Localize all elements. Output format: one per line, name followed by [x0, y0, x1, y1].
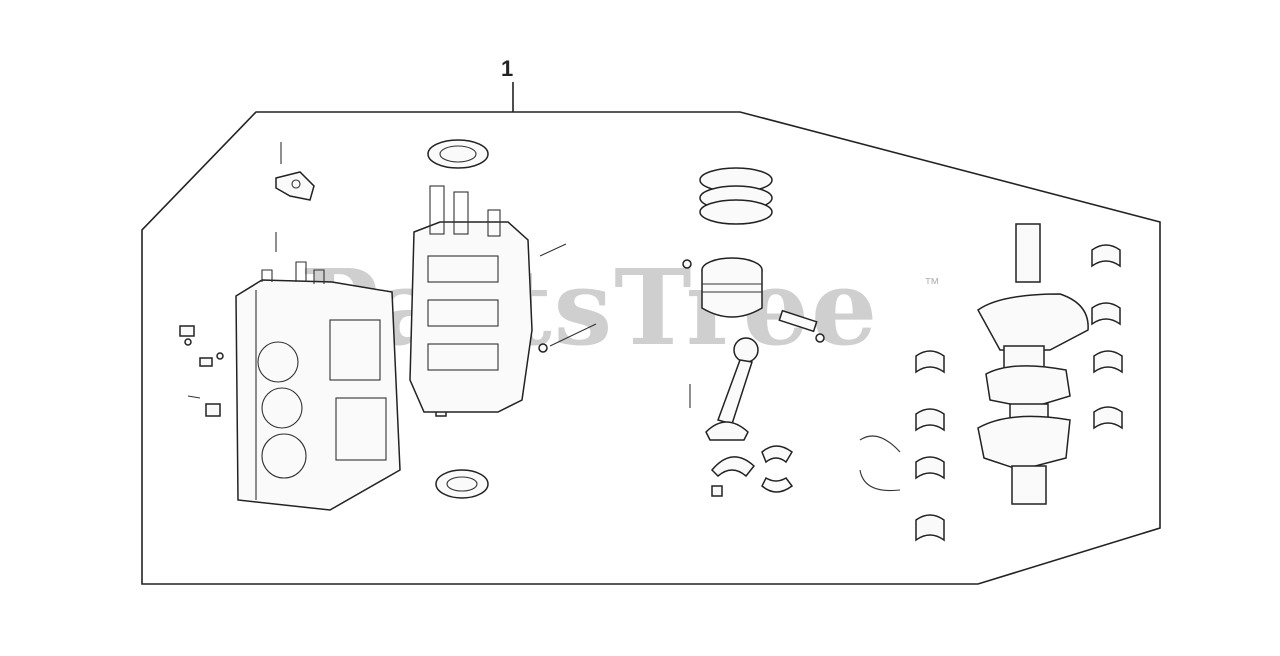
watermark-text: PartsTree — [300, 246, 880, 369]
trademark-symbol: ™ — [924, 276, 940, 293]
main-bearing-icons — [859, 244, 1123, 542]
crankcase-icon — [409, 185, 597, 413]
callout-number: 1 — [501, 56, 514, 81]
bracket-icon — [275, 142, 315, 252]
cylinder-block-icon — [235, 261, 401, 511]
oil-seal-top-icon — [427, 139, 489, 169]
kit-outline — [141, 111, 1161, 585]
piston-rings-icon — [699, 167, 773, 225]
oil-seal-bottom-icon — [435, 469, 489, 499]
connecting-rod-icon — [689, 337, 794, 497]
crankshaft-icon — [977, 223, 1089, 505]
piston-icon — [682, 257, 825, 343]
